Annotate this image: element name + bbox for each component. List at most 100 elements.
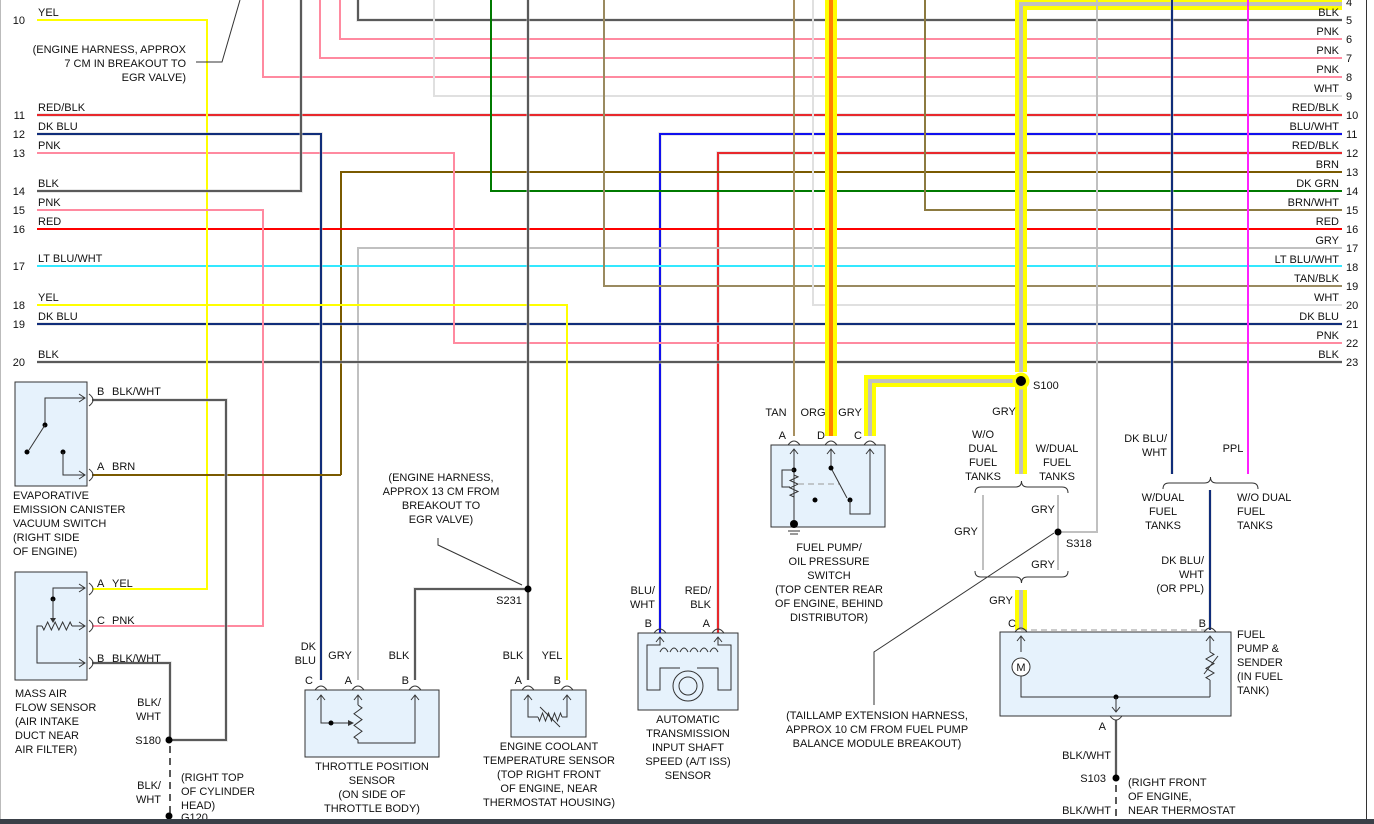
right-pin-wire-color: LT BLU/WHT <box>1275 254 1340 266</box>
right-pin-wire-color: RED/BLK <box>1292 140 1340 152</box>
with-dual-tanks-label: FUEL <box>1043 457 1071 469</box>
wire-r15-brn-wht <box>924 0 1342 211</box>
wire-maf-b-blk-wht <box>92 662 171 740</box>
evap-switch-label: VACUUM SWITCH <box>13 518 106 530</box>
brace-dual-tanks-bottom <box>974 570 1069 584</box>
right-pin-wire-color: PNK <box>1316 64 1339 76</box>
wire-r13-brn <box>340 171 1342 475</box>
tps-arrow <box>348 720 354 726</box>
maf-sensor-label: (AIR INTAKE <box>15 716 79 728</box>
without-dual-tanks-label: W/O <box>972 429 994 441</box>
right-pin-wire-color: WHT <box>1314 83 1339 95</box>
fpops-pin-d-connector <box>824 440 838 446</box>
right-pin-number: 4 <box>1346 0 1352 9</box>
fuel-pump-pin-a-label: A <box>1099 721 1107 733</box>
fuel-pump-pin-a-connector <box>1109 715 1123 721</box>
splice-s100-label: S100 <box>1033 380 1059 392</box>
iss-rotation-icon <box>678 676 698 696</box>
iss-pin-a-label: A <box>703 618 711 630</box>
right-pin-number: 18 <box>1346 262 1358 274</box>
iss-label: TRANSMISSION <box>646 728 730 740</box>
note-egr-harness-13cm: APPROX 13 CM FROM <box>383 486 500 498</box>
fpops-pin-d-wire: ORG <box>800 407 825 419</box>
right-pin-number: 22 <box>1346 338 1358 350</box>
arrow-icon <box>78 621 86 631</box>
fpops-label: (TOP CENTER REAR <box>775 584 883 596</box>
maf-pin-b-wire: BLK/WHT <box>112 653 161 665</box>
g120-blk-wht-label: WHT <box>136 794 161 806</box>
maf-blk-wht-label: WHT <box>136 711 161 723</box>
bottom-scrollbar[interactable] <box>0 819 1374 824</box>
wire-r5-blk <box>357 0 1342 21</box>
with-dual-tanks-right-label: W/DUAL <box>1142 492 1185 504</box>
left-pin-number: 17 <box>13 261 25 273</box>
left-pin-number: 11 <box>14 110 25 122</box>
note-s103-location: OF ENGINE, <box>1128 791 1192 803</box>
iss-pin-a-wire: BLK <box>690 599 711 611</box>
wire-r12-red-blk <box>717 152 1342 634</box>
arrow-icon <box>78 658 86 668</box>
note-g120-location: (RIGHT TOP <box>181 772 244 784</box>
right-pin-number: 20 <box>1346 300 1358 312</box>
iss-pin-b-connector <box>653 628 667 634</box>
fuel-pump-line <box>1020 676 1210 698</box>
fpops-label: OIL PRESSURE <box>789 556 870 568</box>
tps-label: THROTTLE BODY) <box>324 803 420 815</box>
wire-l18-yel <box>37 304 568 680</box>
tps-label: THROTTLE POSITION <box>315 761 429 773</box>
left-pin-number: 14 <box>13 186 25 198</box>
maf-sensor-label: FLOW SENSOR <box>15 702 96 714</box>
dkblu-wht-or-ppl-label: (OR PPL) <box>1156 583 1204 595</box>
evap-pin-a-wire: BRN <box>112 461 135 473</box>
blk-wht-s103-bottom-label: BLK/WHT <box>1062 805 1111 817</box>
leader-line-s318 <box>873 532 1055 705</box>
gry-left-label: GRY <box>954 526 978 538</box>
left-pin-number: 16 <box>13 224 25 236</box>
ect-label: THERMOSTAT HOUSING) <box>483 797 615 809</box>
evap-switch-contact <box>24 449 30 455</box>
wire-r17-gry <box>357 247 1342 680</box>
fuel-pump-label: FUEL <box>1237 629 1265 641</box>
wire-l12-dk-blu <box>37 133 322 680</box>
maf-pin-b-connector <box>88 656 94 670</box>
iss-coil <box>689 647 699 653</box>
arrow-down-icon <box>1111 706 1121 713</box>
iss-coil <box>699 647 709 653</box>
with-dual-tanks-right-label: TANKS <box>1145 520 1181 532</box>
fuel-sender-slash <box>1203 655 1219 675</box>
left-pin-wire-color: LT BLU/WHT <box>38 253 103 265</box>
ect-pin-b-label: B <box>554 675 561 687</box>
tps-pin-c-wire: BLU <box>295 655 316 667</box>
right-pin-wire-color: BRN <box>1316 159 1339 171</box>
tps-label: SENSOR <box>349 775 396 787</box>
fpops-pin-a-wire: TAN <box>765 407 786 419</box>
evap-switch-box <box>14 381 88 487</box>
note-egr-harness-7cm: 7 CM IN BREAKOUT TO <box>64 58 186 70</box>
brace-dual-tanks-top <box>974 480 1069 494</box>
fpops-label: OF ENGINE, BEHIND <box>775 598 883 610</box>
iss-label: INPUT SHAFT <box>652 742 724 754</box>
right-pin-wire-color: RED/BLK <box>1292 102 1340 114</box>
fuel-pump-label: SENDER <box>1237 657 1283 669</box>
maf-pin-c-label: C <box>97 615 105 627</box>
right-pin-wire-color: RED <box>1316 216 1339 228</box>
iss-pin-b-wire: WHT <box>630 599 655 611</box>
fpops-contact <box>812 497 818 503</box>
evap-switch-blade <box>28 424 46 451</box>
blk-wht-s103-top-label: BLK/WHT <box>1062 750 1111 762</box>
right-pin-wire-color: WHT <box>1314 292 1339 304</box>
iss-coil <box>659 647 669 653</box>
iss-core <box>646 637 680 691</box>
dkblu-wht-or-ppl-label: DK BLU/ <box>1161 555 1205 567</box>
tps-pin-a-wire: GRY <box>328 650 352 662</box>
fuel-pump-pin-b-connector <box>1203 627 1217 633</box>
components-layer <box>14 0 1259 820</box>
note-s103-location: (RIGHT FRONT <box>1128 777 1207 789</box>
fpops-resistor <box>788 474 800 498</box>
arrow-icon <box>78 583 86 593</box>
ect-pin-b-wire: YEL <box>542 650 563 662</box>
maf-pin-c-connector <box>88 619 94 633</box>
maf-pin-a-wire: YEL <box>112 578 133 590</box>
left-pin-wire-color: RED/BLK <box>38 102 86 114</box>
right-pin-number: 17 <box>1346 243 1358 255</box>
